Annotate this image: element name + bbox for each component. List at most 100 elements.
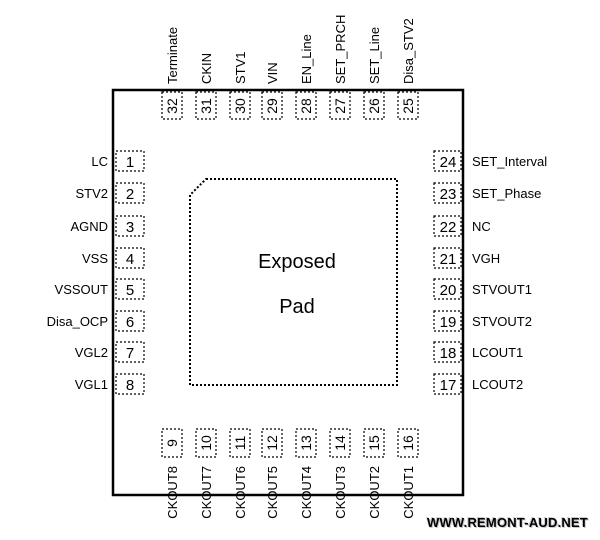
pin-left-5: 5 VSSOUT	[55, 278, 145, 300]
ic-package-outline	[111, 88, 465, 497]
pin-number: 11	[232, 436, 248, 451]
pin-number: 31	[198, 98, 214, 114]
pin-label: NC	[472, 219, 491, 234]
pin-pad	[433, 215, 462, 237]
pin-number: 17	[440, 377, 457, 394]
pin-pad	[433, 150, 462, 172]
pin-number: 8	[126, 377, 134, 394]
pin-label: SET_Interval	[472, 154, 547, 169]
pin-pad	[363, 428, 385, 458]
pin-pad	[433, 278, 462, 300]
pin-pad	[229, 91, 251, 120]
pin-label: AGND	[70, 219, 108, 234]
exposed-pad-label-line2: Pad	[279, 296, 315, 318]
pin-number: 2	[126, 186, 134, 203]
pin-number: 3	[126, 219, 134, 236]
pin-number: 15	[366, 435, 382, 451]
pin-label: CKOUT8	[165, 466, 180, 519]
pin-pad	[115, 215, 145, 237]
pin-number: 29	[264, 98, 280, 114]
pin-label: STV1	[233, 51, 248, 84]
pin-pad	[115, 182, 145, 204]
pin-number: 26	[366, 98, 382, 114]
pin-label: VIN	[265, 62, 280, 84]
pin-pad	[229, 428, 251, 458]
pin-pad	[433, 341, 462, 363]
pin-pad	[261, 91, 283, 120]
pin-pad	[115, 278, 145, 300]
pin-pad	[329, 428, 351, 458]
pin-pad	[433, 182, 462, 204]
pin-label: Disa_OCP	[47, 314, 108, 329]
pin-number: 10	[198, 435, 214, 451]
pin-label: CKOUT1	[401, 466, 416, 519]
pin-pad	[261, 428, 283, 458]
pin-number: 5	[126, 282, 134, 299]
pin-left-6: 6 Disa_OCP	[47, 310, 145, 332]
pin-label: EN_Line	[299, 34, 314, 84]
pin-left-1: 1LC	[91, 150, 145, 172]
pin-pad	[115, 310, 145, 332]
pin-label: VSSOUT	[55, 282, 109, 297]
pin-pad	[329, 91, 351, 120]
pin-label: SET_Phase	[472, 186, 541, 201]
pin-right-23: 23 SET_Phase	[433, 182, 541, 204]
pin-pad	[295, 91, 317, 120]
pin-pad	[115, 247, 145, 269]
pin-number: 19	[440, 314, 457, 331]
pin-right-17: 17 LCOUT2	[433, 373, 523, 395]
pin-label: STV2	[75, 186, 108, 201]
pin-number: 13	[298, 435, 314, 451]
pin-number: 27	[332, 98, 348, 114]
pin-label: STVOUT2	[472, 314, 532, 329]
exposed-pad-label-line1: Exposed	[258, 251, 336, 273]
pin-number: 21	[440, 251, 457, 268]
pin-top-29: 29 VIN	[261, 62, 283, 120]
pin-label: CKOUT5	[265, 466, 280, 519]
watermark-text: WWW.REMONT-AUD.NET	[426, 515, 588, 530]
pin-pad	[161, 91, 183, 120]
pin-label: CKOUT6	[233, 466, 248, 519]
pin-top-28: 28 EN_Line	[295, 34, 317, 120]
pin-label: LC	[91, 154, 108, 169]
pin-number: 6	[126, 314, 134, 331]
pin-number: 28	[298, 98, 314, 114]
pin-label: CKOUT4	[299, 466, 314, 519]
pin-label: LCOUT1	[472, 345, 523, 360]
pin-pad	[195, 428, 217, 458]
pin-pad	[433, 247, 462, 269]
pin-label: LCOUT2	[472, 377, 523, 392]
pin-number: 12	[264, 435, 280, 451]
pin-number: 23	[440, 186, 457, 203]
pin-label: Disa_STV2	[401, 18, 416, 84]
pin-number: 22	[440, 219, 457, 236]
pin-label: STVOUT1	[472, 282, 532, 297]
pin-pad	[115, 341, 145, 363]
pin-label: VSS	[82, 251, 108, 266]
pin-pad	[363, 91, 385, 120]
pin-left-3: 3 AGND	[70, 215, 145, 237]
pin-right-22: 22 NC	[433, 215, 491, 237]
pin-pad	[115, 373, 145, 395]
exposed-pad-outline	[189, 178, 398, 386]
pin-label: VGL2	[75, 345, 108, 360]
